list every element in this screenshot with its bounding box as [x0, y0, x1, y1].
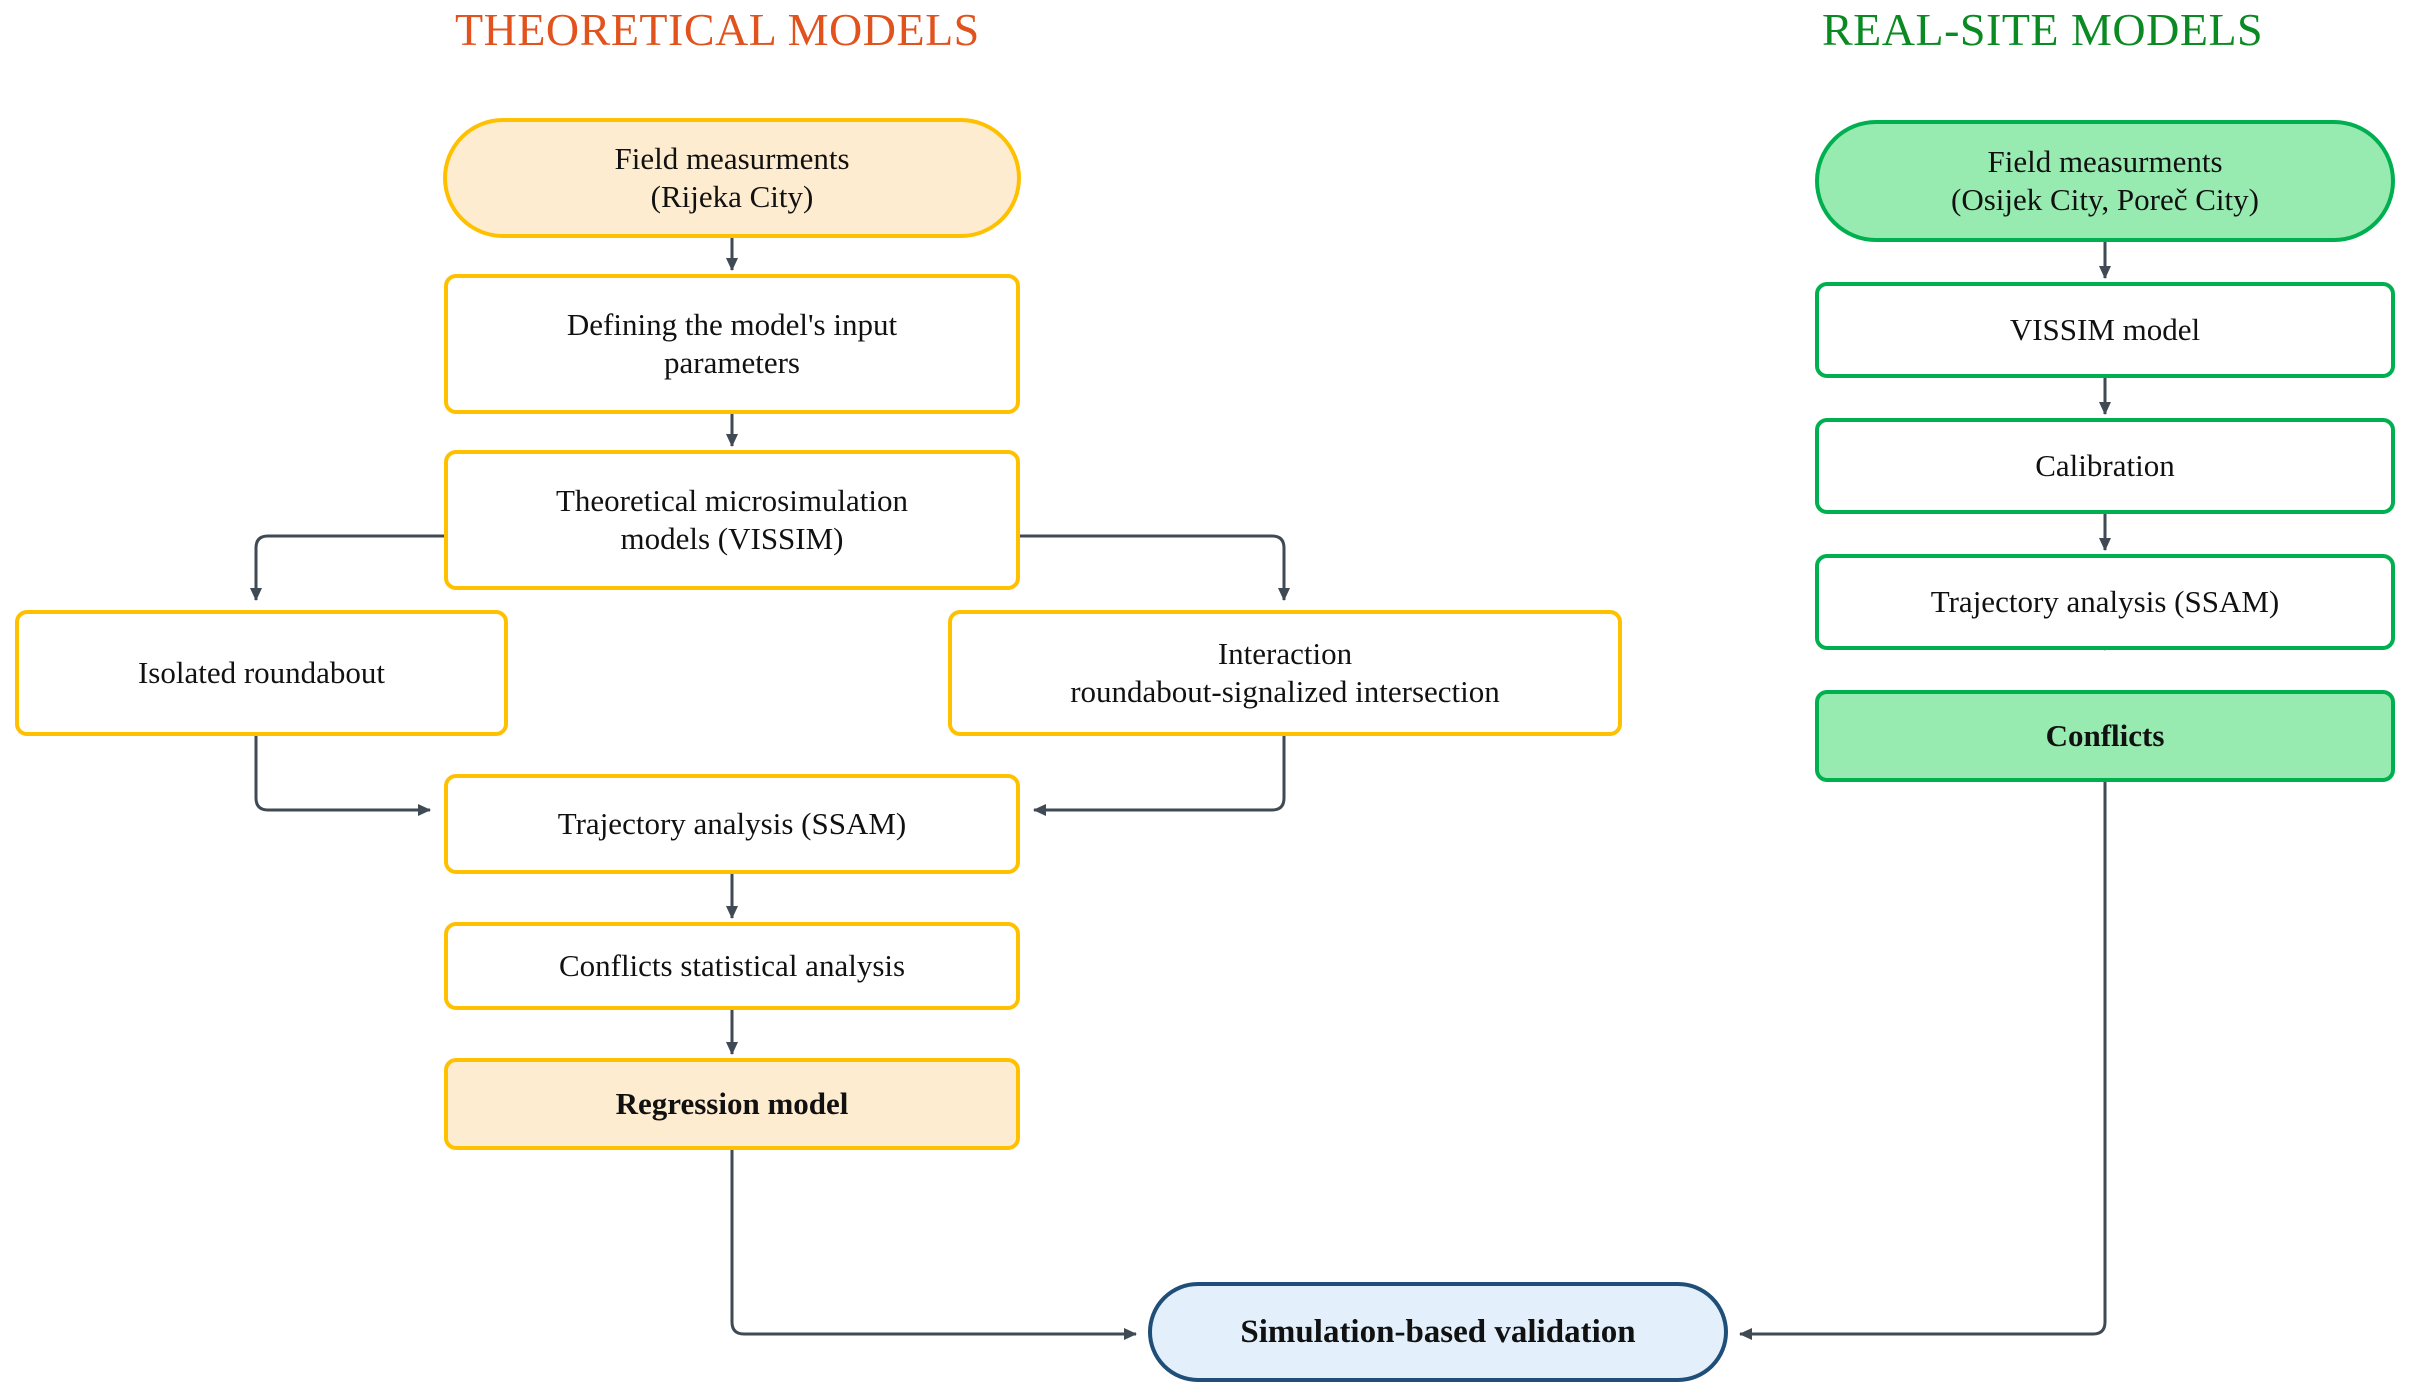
node-interaction-roundabout-signalized[interactable]: Interaction roundabout-signalized inters… [948, 610, 1622, 736]
node-simulation-based-validation[interactable]: Simulation-based validation [1148, 1282, 1728, 1382]
node-line-2: parameters [664, 345, 800, 380]
node-line-2: (Rijeka City) [650, 179, 814, 214]
node-line-1: Field measurments [1987, 144, 2223, 180]
node-field-measurements-osijek-porec[interactable]: Field measurments (Osijek City, Poreč Ci… [1815, 120, 2395, 242]
node-trajectory-analysis-ssam-real[interactable]: Trajectory analysis (SSAM) [1815, 554, 2395, 650]
node-line-1: Trajectory analysis (SSAM) [557, 806, 907, 842]
node-line-1: Trajectory analysis (SSAM) [1930, 584, 2280, 620]
node-calibration[interactable]: Calibration [1815, 418, 2395, 514]
header-theoretical-models: THEORETICAL MODELS [455, 4, 980, 55]
edge-regression-to-validation [730, 1150, 1137, 1340]
node-line-2: models (VISSIM) [620, 521, 844, 556]
node-defining-input-parameters[interactable]: Defining the model's input parameters [444, 274, 1020, 414]
node-line-1: Calibration [2035, 448, 2175, 484]
node-line-1: Interaction [1217, 636, 1353, 672]
node-line-1: Simulation-based validation [1240, 1313, 1636, 1350]
node-line-2: (Osijek City, Poreč City) [1951, 182, 2259, 217]
node-line-1: Defining the model's input [566, 307, 898, 343]
node-line-1: Regression model [615, 1086, 849, 1122]
edge-isolated-to-trajectory [254, 736, 431, 816]
node-conflicts-statistical-analysis[interactable]: Conflicts statistical analysis [444, 922, 1020, 1010]
node-line-1: Isolated roundabout [137, 655, 386, 691]
node-regression-model[interactable]: Regression model [444, 1058, 1020, 1150]
node-trajectory-analysis-ssam[interactable]: Trajectory analysis (SSAM) [444, 774, 1020, 874]
node-line-1: Conflicts [2045, 718, 2165, 754]
edge-conflicts-to-validation [1739, 782, 2107, 1340]
edge-theoretical-to-isolated [250, 534, 444, 601]
node-line-1: Field measurments [614, 141, 850, 177]
node-line-2: roundabout-signalized intersection [1070, 674, 1500, 709]
node-conflicts[interactable]: Conflicts [1815, 690, 2395, 782]
edge-interaction-to-trajectory [1033, 736, 1286, 816]
node-line-1: VISSIM model [2009, 312, 2201, 348]
header-real-site-models: REAL-SITE MODELS [1822, 4, 2264, 55]
node-vissim-model[interactable]: VISSIM model [1815, 282, 2395, 378]
node-line-1: Conflicts statistical analysis [558, 948, 906, 984]
node-field-measurements-rijeka[interactable]: Field measurments (Rijeka City) [443, 118, 1021, 238]
edge-theoretical-to-interaction [1020, 534, 1290, 601]
node-line-1: Theoretical microsimulation [555, 483, 909, 519]
node-theoretical-microsimulation-models[interactable]: Theoretical microsimulation models (VISS… [444, 450, 1020, 590]
node-isolated-roundabout[interactable]: Isolated roundabout [15, 610, 508, 736]
